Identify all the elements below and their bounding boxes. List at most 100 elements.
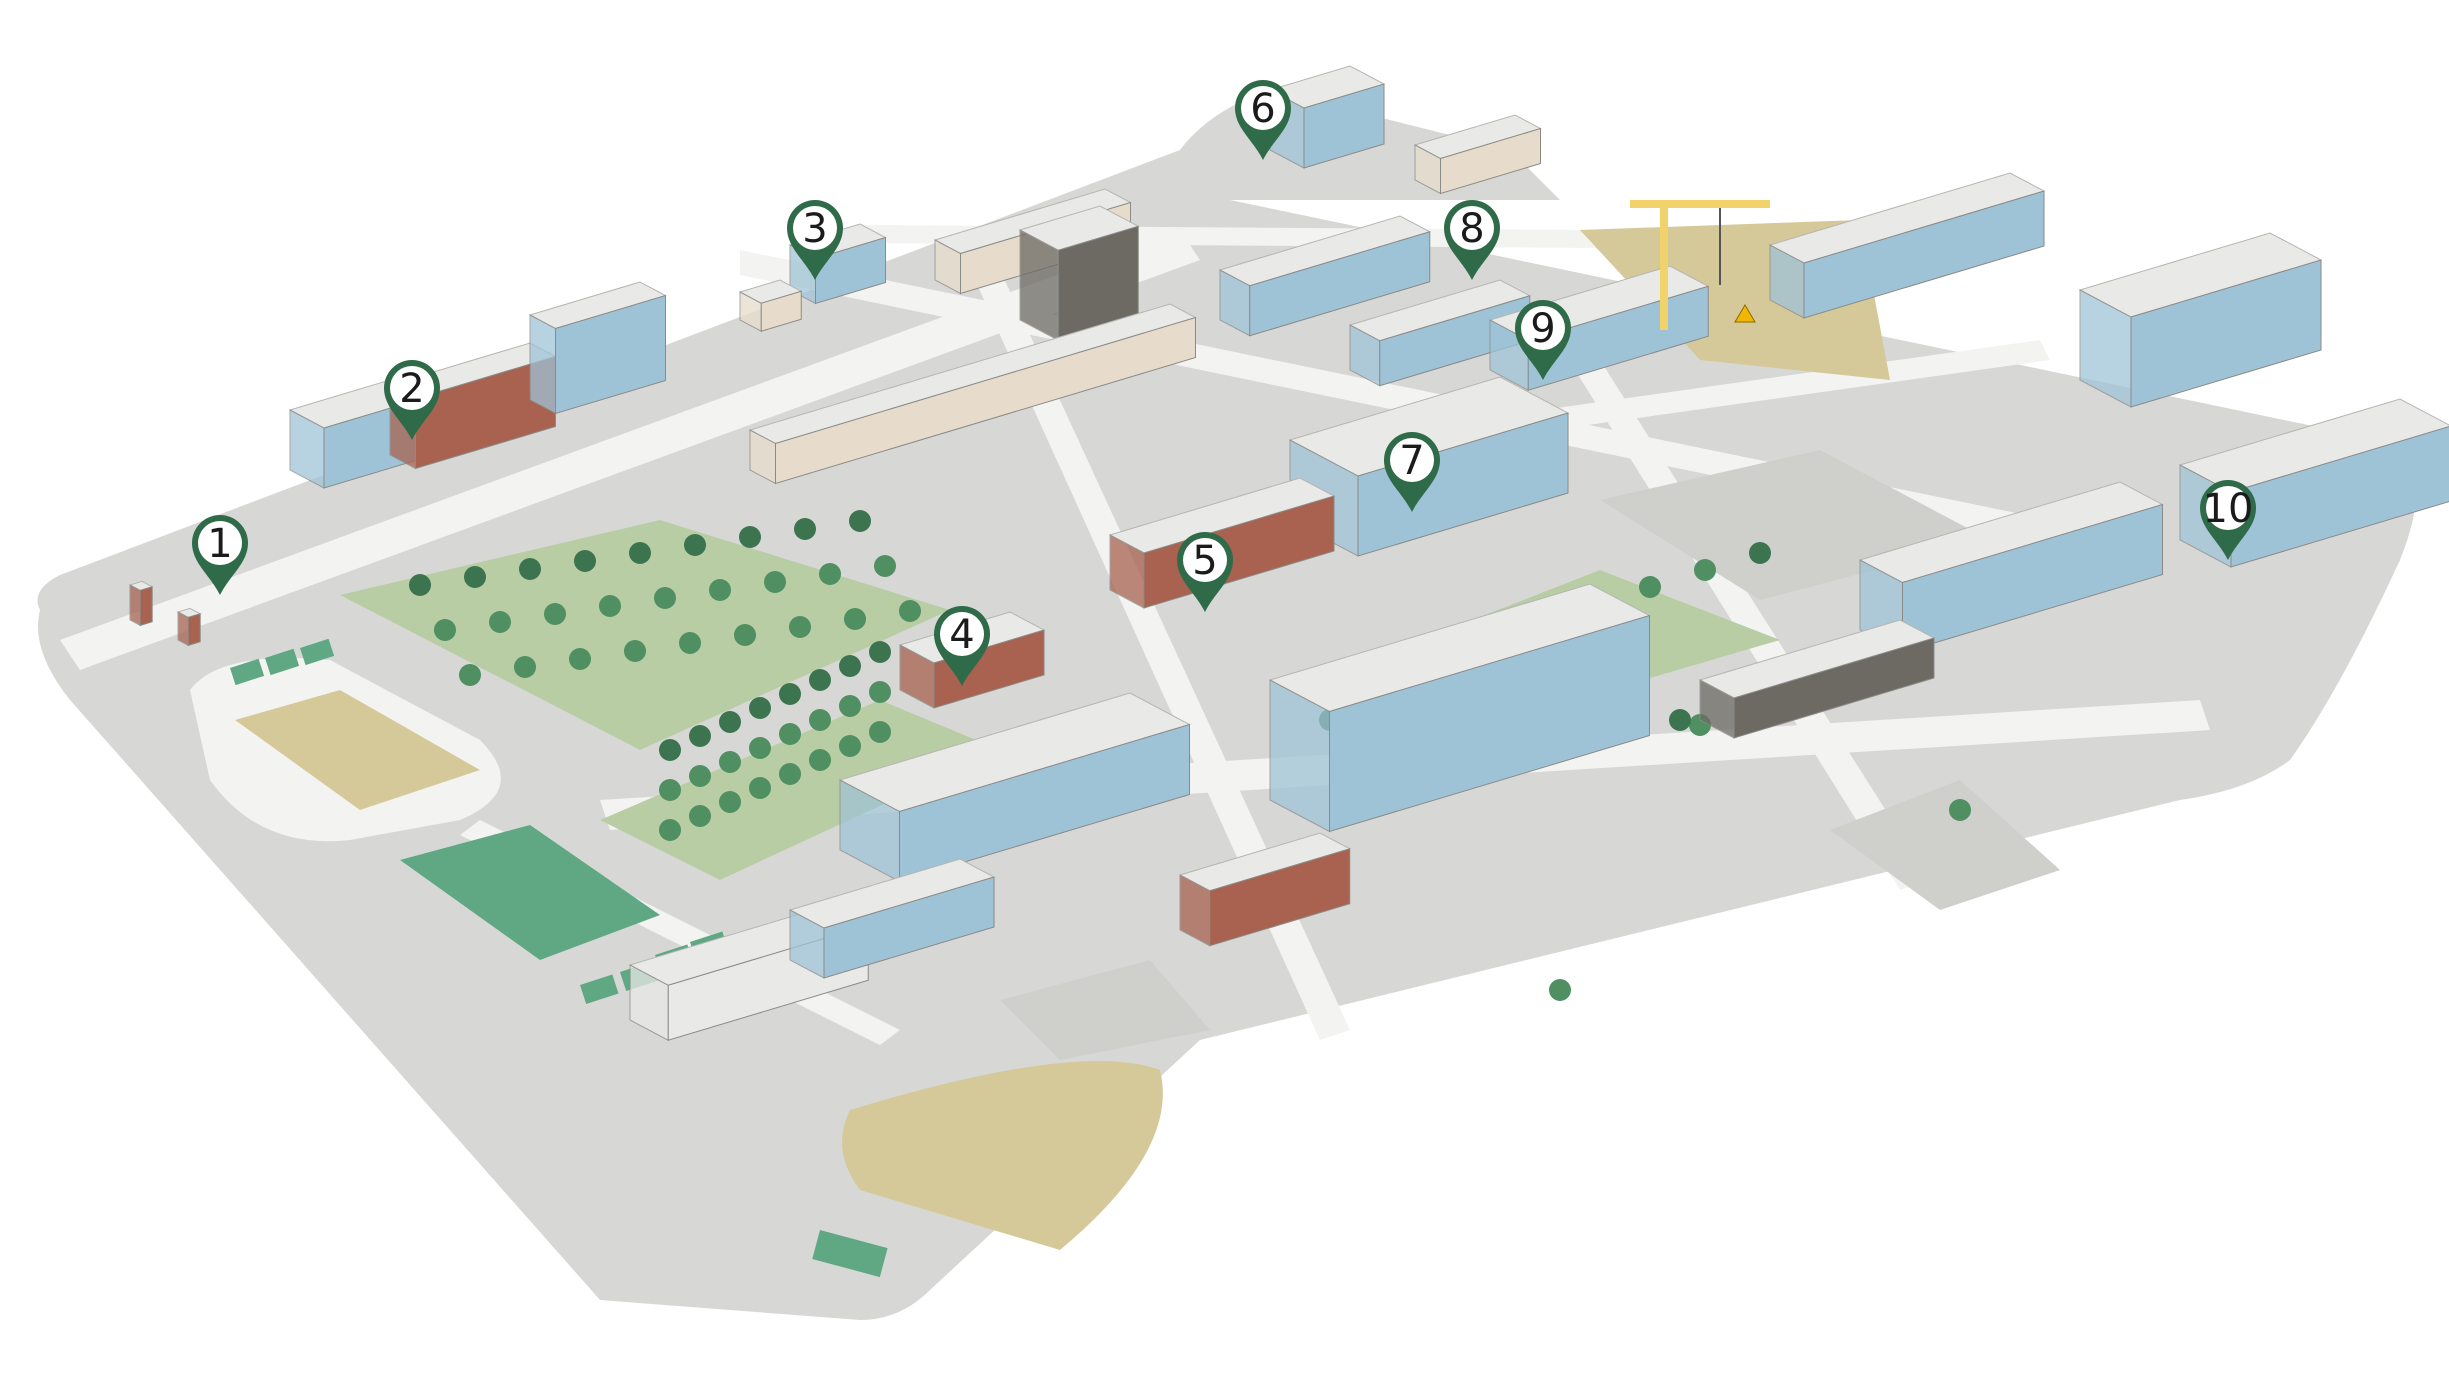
- building-1-tower-b: [176, 607, 202, 647]
- soccer-field-sand: [235, 690, 480, 810]
- soccer-field-green: [400, 825, 660, 960]
- tree: [719, 711, 741, 733]
- tree: [659, 819, 681, 841]
- building-south-east: [1858, 481, 2164, 654]
- tree: [869, 681, 891, 703]
- marker-1-label: 1: [207, 521, 232, 567]
- sand-field-south: [842, 1061, 1163, 1250]
- building-research: [1268, 583, 1651, 833]
- tree: [719, 791, 741, 813]
- building-1-tower: [128, 580, 154, 627]
- tree: [869, 721, 891, 743]
- tree: [849, 510, 871, 532]
- marker-10-label: 10: [2203, 486, 2254, 532]
- marker-1[interactable]: 1: [192, 515, 248, 595]
- marker-8[interactable]: 8: [1444, 200, 1500, 280]
- marker-5[interactable]: 5: [1177, 532, 1233, 612]
- building-3-annex: [738, 279, 803, 333]
- tree: [764, 571, 786, 593]
- building-6-hall: [1413, 114, 1542, 195]
- tree: [839, 655, 861, 677]
- tree: [779, 763, 801, 785]
- tree: [779, 683, 801, 705]
- tree-garden-lawn: [600, 700, 1000, 880]
- tree: [654, 587, 676, 609]
- tree: [749, 697, 771, 719]
- tree: [689, 805, 711, 827]
- building-dark-south: [1698, 619, 1936, 739]
- tree: [809, 669, 831, 691]
- tree: [839, 735, 861, 757]
- warning-sign-icon: [1734, 304, 1756, 323]
- tree: [624, 640, 646, 662]
- tree: [544, 603, 566, 625]
- building-dark-tower: [1018, 205, 1140, 342]
- marker-8-label: 8: [1459, 206, 1484, 252]
- tree: [1694, 559, 1716, 581]
- marker-4-label: 4: [949, 612, 974, 658]
- tree: [489, 611, 511, 633]
- marker-9[interactable]: 9: [1515, 300, 1571, 380]
- marker-2[interactable]: 2: [384, 360, 440, 440]
- marker-7[interactable]: 7: [1384, 432, 1440, 512]
- marker-2-label: 2: [399, 366, 424, 412]
- tree: [749, 777, 771, 799]
- building-east-cluster: [1768, 172, 2046, 319]
- tree: [819, 563, 841, 585]
- tree: [1949, 799, 1971, 821]
- buildings: [128, 65, 2449, 1042]
- tree: [1669, 709, 1691, 731]
- building-zigzag: [748, 303, 1197, 485]
- marker-4[interactable]: 4: [934, 606, 990, 686]
- tree: [519, 558, 541, 580]
- tree: [779, 723, 801, 745]
- tree: [689, 765, 711, 787]
- tree: [464, 566, 486, 588]
- tree: [684, 534, 706, 556]
- marker-7-label: 7: [1399, 438, 1424, 484]
- tree: [749, 737, 771, 759]
- tree: [719, 751, 741, 773]
- building-6: [1268, 65, 1386, 169]
- tree: [434, 619, 456, 641]
- tree: [739, 526, 761, 548]
- tree: [459, 664, 481, 686]
- tree: [734, 624, 756, 646]
- tree: [409, 574, 431, 596]
- tree: [629, 542, 651, 564]
- tree: [789, 616, 811, 638]
- building-lab: [838, 692, 1191, 883]
- tree: [809, 749, 831, 771]
- tree: [809, 709, 831, 731]
- tree: [844, 608, 866, 630]
- construction-crane-icon: [1630, 200, 1770, 330]
- tree: [869, 641, 891, 663]
- marker-3[interactable]: 3: [787, 200, 843, 280]
- tree: [1549, 979, 1571, 1001]
- parking-lots: [1000, 450, 2060, 1060]
- tree: [794, 518, 816, 540]
- park-lawn: [340, 520, 950, 750]
- map-markers[interactable]: 1 2 3 4 5 6 7: [192, 80, 2256, 686]
- building-red: [1178, 832, 1352, 947]
- building-east-tall: [2078, 232, 2323, 408]
- tree: [659, 779, 681, 801]
- tree: [679, 632, 701, 654]
- marker-10[interactable]: 10: [2200, 480, 2256, 560]
- tree: [659, 739, 681, 761]
- tree: [709, 579, 731, 601]
- tree: [874, 555, 896, 577]
- marker-6-label: 6: [1250, 86, 1275, 132]
- marker-5-label: 5: [1192, 538, 1217, 584]
- building-2-wing: [528, 281, 667, 415]
- tree: [689, 725, 711, 747]
- marker-6[interactable]: 6: [1235, 80, 1291, 160]
- tree: [599, 595, 621, 617]
- marker-9-label: 9: [1530, 306, 1555, 352]
- building-gym-glass: [788, 858, 996, 979]
- tree: [1639, 576, 1661, 598]
- marker-3-label: 3: [802, 206, 827, 252]
- running-track: [190, 658, 501, 842]
- tree: [514, 656, 536, 678]
